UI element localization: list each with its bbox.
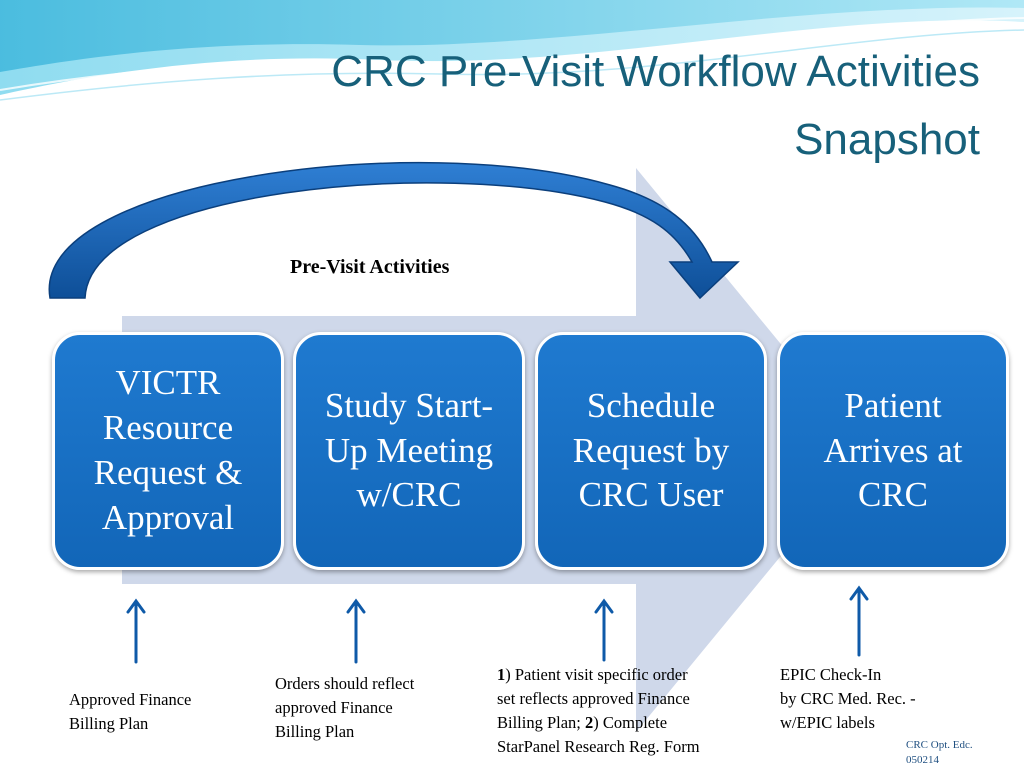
note-step-3: 1) Patient visit specific order set refl… [497,665,700,756]
up-arrow-icon [594,598,614,662]
footer-version-code: CRC Opt. Edc. 050214 [906,739,973,766]
curved-arrow-icon [48,162,740,300]
note-step-2: Orders should reflect approved Finance B… [275,674,415,741]
step-schedule-request: Schedule Request by CRC User [535,332,767,570]
pre-visit-activities-label: Pre-Visit Activities [290,256,450,278]
header-wave-decoration [0,0,1024,101]
note-step-4: EPIC Check-In by CRC Med. Rec. - w/EPIC … [780,665,916,732]
step-patient-arrives: Patient Arrives at CRC [777,332,1009,570]
step-study-start-up-meeting: Study Start-Up Meeting w/CRC [293,332,525,570]
up-arrow-icon [849,585,869,657]
up-arrow-icon [126,598,146,664]
note-step-1: Approved Finance Billing Plan [69,690,192,733]
step-victr-resource-request: VICTR Resource Request & Approval [52,332,284,570]
slide-title-line2: Snapshot [794,115,980,164]
up-arrow-icon [346,598,366,664]
slide-title: CRC Pre-Visit Workflow Activities [331,47,980,96]
